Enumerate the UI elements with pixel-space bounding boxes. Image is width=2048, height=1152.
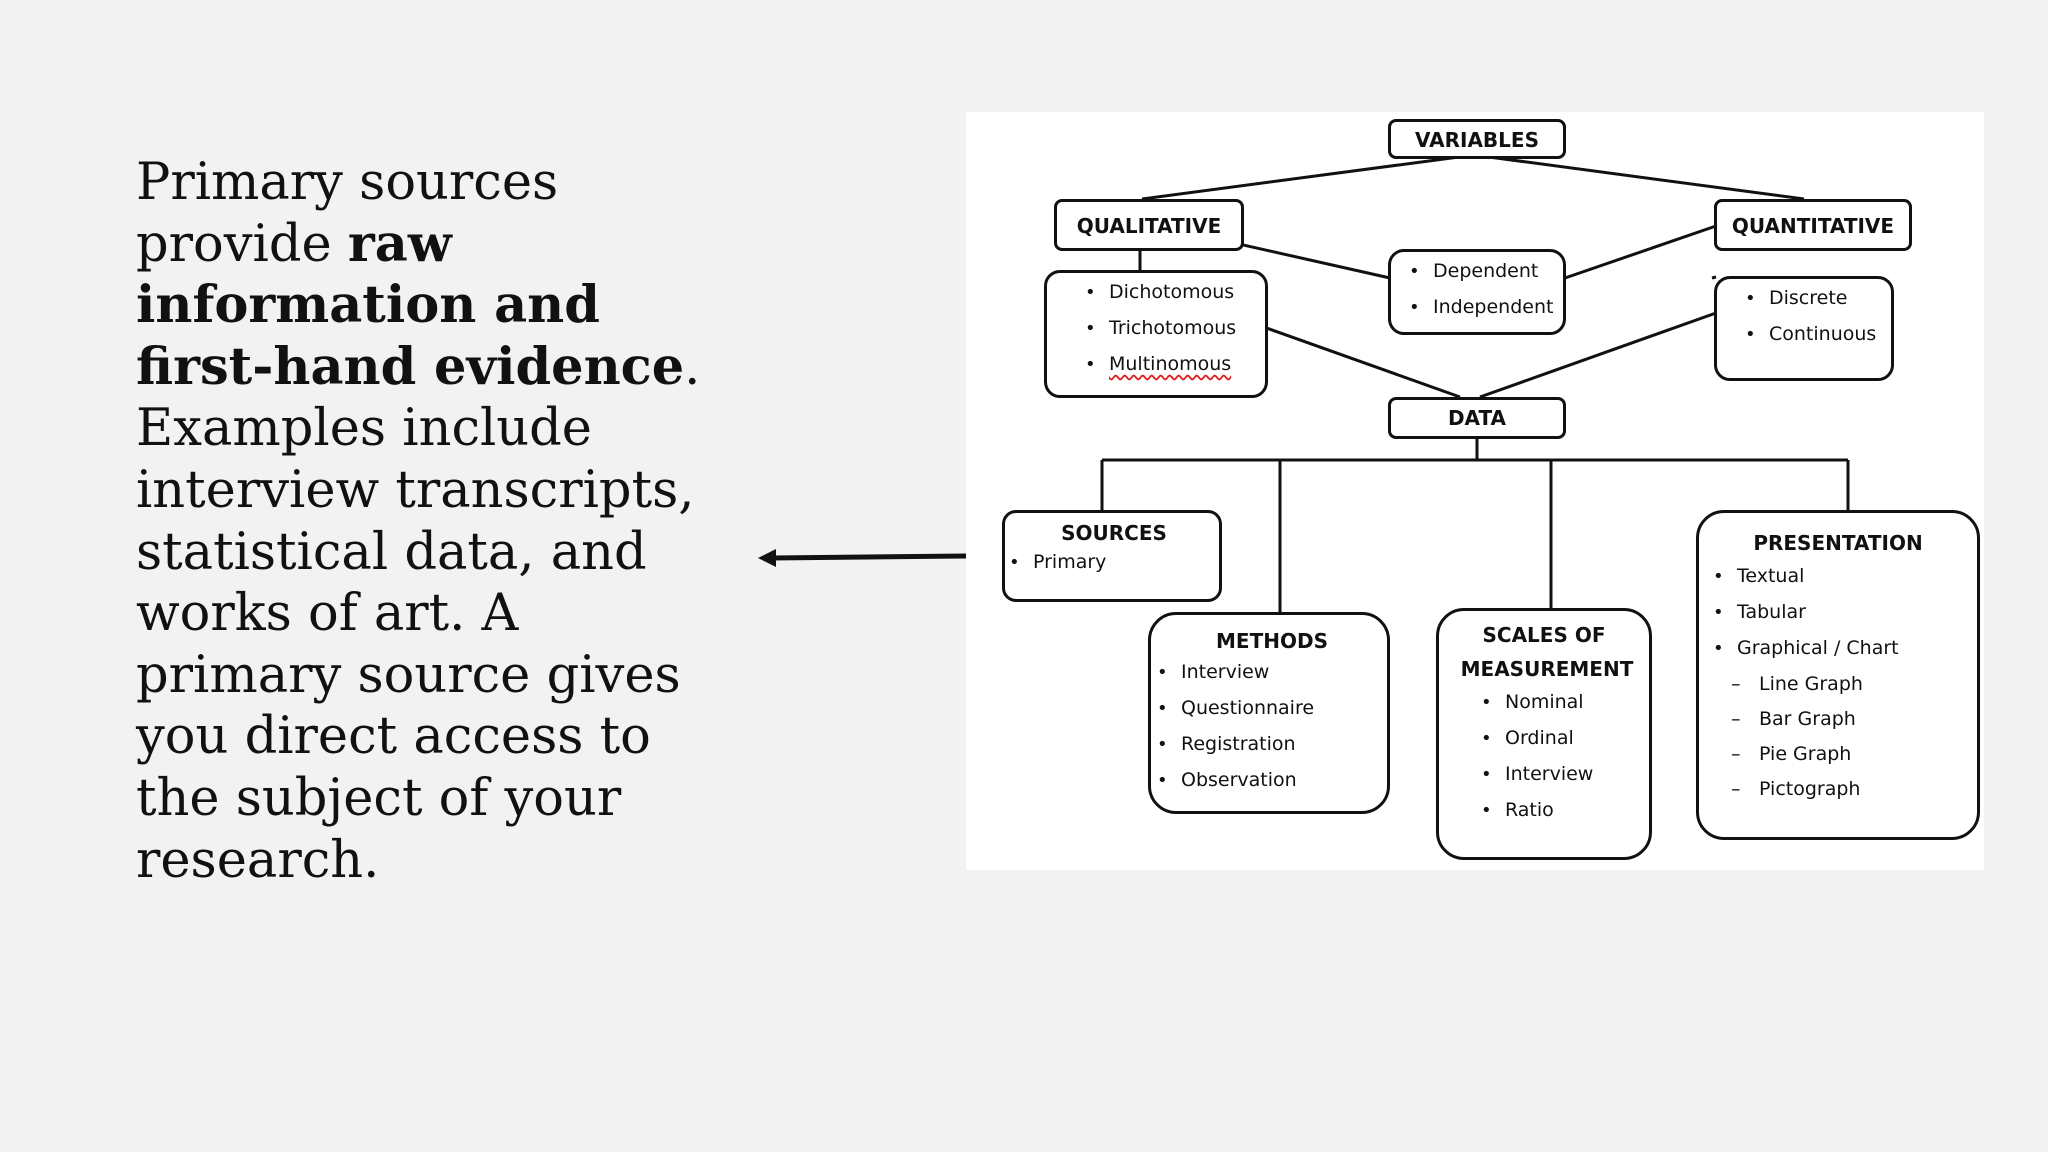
sources-title: SOURCES [1061, 521, 1167, 545]
list-item: •Dependent [1409, 260, 1539, 282]
variables-title: VARIABLES [1415, 128, 1539, 152]
data-box: DATA [1388, 397, 1566, 439]
presentation-box: PRESENTATION •Textual •Tabular •Graphica… [1696, 510, 1980, 840]
quantitative-box: QUANTITATIVE [1714, 199, 1912, 251]
list-item: •Interview [1481, 763, 1594, 785]
list-item: •Primary [1009, 551, 1107, 573]
methods-title: METHODS [1216, 629, 1328, 653]
list-item: –Line Graph [1731, 673, 1863, 695]
list-item: •Independent [1409, 296, 1554, 318]
list-item: •Textual [1713, 565, 1805, 587]
list-item: •Ordinal [1481, 727, 1574, 749]
list-item: –Pictograph [1731, 778, 1861, 800]
diagram-connector-lines [1100, 153, 1850, 612]
scales-box: SCALES OF MEASUREMENT •Nominal •Ordinal … [1436, 608, 1652, 860]
list-item: •Trichotomous [1085, 317, 1237, 339]
qualitative-types-box: •Dichotomous •Trichotomous •Multinomous [1044, 270, 1268, 398]
presentation-title: PRESENTATION [1753, 531, 1923, 555]
qualitative-box: QUALITATIVE [1054, 199, 1244, 251]
variables-diagram: VARIABLES QUALITATIVE •Dichotomous •Tric… [966, 112, 1984, 870]
list-item: •Graphical / Chart [1713, 637, 1899, 659]
methods-box: METHODS •Interview •Questionnaire •Regis… [1148, 612, 1390, 814]
dependency-box: •Dependent •Independent [1388, 249, 1566, 335]
body-text-bold: raw information and first-hand evidence [136, 213, 685, 397]
list-item: •Nominal [1481, 691, 1584, 713]
qualitative-title: QUALITATIVE [1076, 214, 1222, 238]
data-title: DATA [1447, 406, 1507, 430]
list-item: •Ratio [1481, 799, 1554, 821]
left-arrow-icon [758, 549, 967, 567]
list-item: •Discrete [1745, 287, 1848, 309]
list-item: –Pie Graph [1731, 743, 1852, 765]
variables-box: VARIABLES [1388, 119, 1566, 159]
list-item: •Observation [1157, 769, 1297, 791]
sources-box: SOURCES •Primary [1002, 510, 1222, 602]
quantitative-title: QUANTITATIVE [1731, 214, 1895, 238]
quantitative-types-box: •Discrete •Continuous [1714, 276, 1894, 381]
list-item: •Dichotomous [1085, 281, 1235, 303]
list-item: •Interview [1157, 661, 1270, 683]
list-item: –Bar Graph [1731, 708, 1856, 730]
slide-body-text: Primary sources provide raw information … [136, 152, 736, 891]
scales-title-line2: MEASUREMENT [1460, 657, 1634, 681]
list-item: •Multinomous [1085, 353, 1232, 375]
list-item: •Questionnaire [1157, 697, 1315, 719]
body-text-part2: . Examples include interview transcripts… [136, 337, 701, 890]
list-item: •Tabular [1713, 601, 1806, 623]
body-text-part1: Primary sources provide [136, 153, 559, 274]
list-item: •Registration [1157, 733, 1296, 755]
list-item: •Continuous [1745, 323, 1877, 345]
scales-title-line1: SCALES OF [1482, 623, 1606, 647]
